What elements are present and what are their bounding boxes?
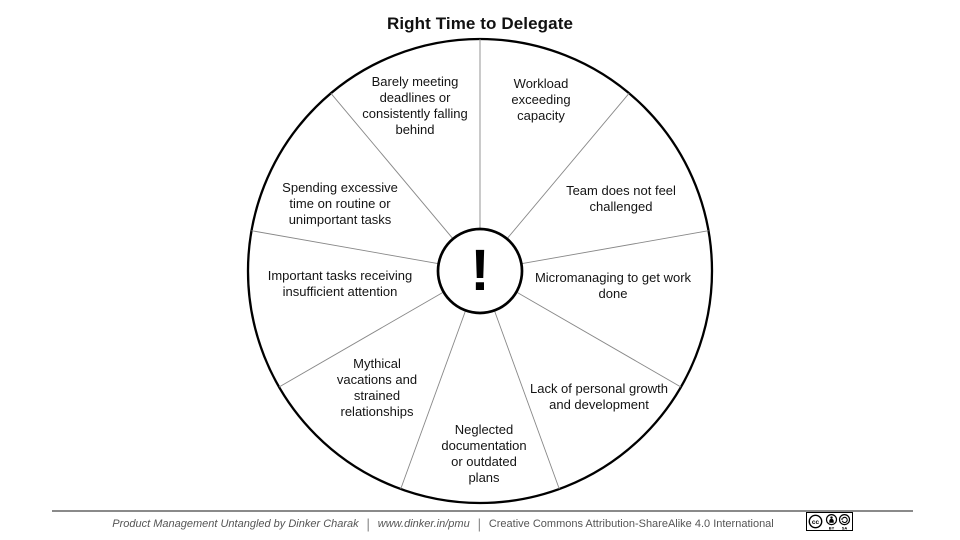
spoke-line bbox=[516, 291, 682, 388]
segment-label-missed-deadlines: Barely meeting deadlines or consistently… bbox=[362, 74, 468, 137]
cc-sa-label: SA bbox=[842, 525, 848, 530]
wheel-hub-circle bbox=[436, 227, 524, 315]
footer-divider bbox=[52, 510, 913, 512]
cc-by-label: BY bbox=[829, 525, 835, 530]
segment-label-personal-growth: Lack of personal growth and development bbox=[529, 381, 669, 412]
footer-license-text: Creative Commons Attribution-ShareAlike … bbox=[488, 518, 774, 530]
footer-url-link[interactable]: www.dinker.in/pmu bbox=[377, 518, 470, 530]
cc-logo-icon bbox=[808, 514, 823, 529]
segment-label-workload: Workload exceeding capacity bbox=[511, 76, 571, 123]
segment-label-mythical-vacations: Mythical vacations and strained relation… bbox=[336, 356, 418, 419]
segment-label-routine-tasks: Spending excessive time on routine or un… bbox=[282, 180, 398, 227]
segment-label-neglected-docs: Neglected documentation or outdated plan… bbox=[441, 422, 527, 485]
spoke-line bbox=[493, 310, 560, 490]
wheel-spokes bbox=[251, 39, 709, 490]
spoke-line bbox=[330, 93, 454, 240]
exclamation-icon: ! bbox=[470, 238, 489, 303]
segment-label-micromanaging: Micromanaging to get work done bbox=[534, 270, 692, 301]
spoke-line bbox=[251, 230, 439, 265]
footer-separator: | bbox=[477, 515, 481, 533]
cc-by-person-icon: BY bbox=[825, 513, 838, 530]
footer-book-credit: Product Management Untangled by Dinker C… bbox=[112, 518, 359, 530]
page-title: Right Time to Delegate bbox=[386, 14, 574, 33]
spoke-line bbox=[278, 291, 444, 388]
spoke-line bbox=[400, 310, 467, 490]
segment-label-important-tasks: Important tasks receiving insufficient a… bbox=[267, 268, 413, 299]
segment-label-team-not-challenged: Team does not feel challenged bbox=[566, 183, 676, 214]
spoke-line bbox=[506, 93, 630, 240]
spoke-line bbox=[521, 230, 709, 265]
cc-logo-letters: cc bbox=[812, 519, 820, 526]
footer-separator: | bbox=[366, 515, 370, 533]
footer-credit-line: Product Management Untangled by Dinker C… bbox=[112, 515, 774, 533]
cc-by-sa-badge[interactable]: cc BY SA bbox=[806, 512, 853, 531]
cc-sa-arrow-icon: SA bbox=[838, 513, 851, 530]
